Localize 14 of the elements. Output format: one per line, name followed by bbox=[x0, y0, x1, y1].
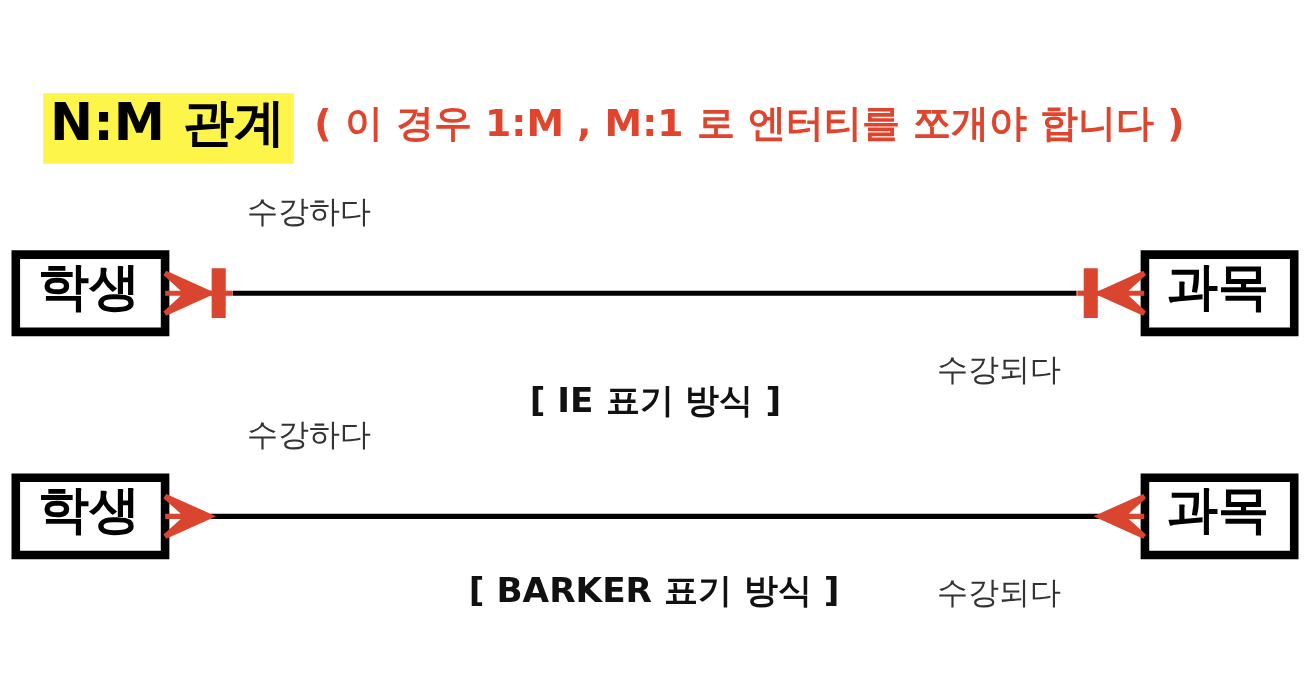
node-box: 과목 bbox=[1140, 250, 1299, 337]
label: 수강되다 bbox=[937, 573, 1062, 610]
node-box: 학생 bbox=[11, 250, 170, 337]
connector bbox=[162, 268, 1147, 319]
connector bbox=[162, 493, 1147, 539]
label: 수강하다 bbox=[247, 415, 372, 452]
label: [ IE 표기 방식 ] bbox=[529, 379, 782, 420]
node-box: 학생 bbox=[11, 473, 170, 560]
node-box: 과목 bbox=[1140, 473, 1299, 560]
diagram-title: N:M 관계 bbox=[50, 91, 285, 152]
label: 수강하다 bbox=[247, 192, 372, 229]
label: [ BARKER 표기 방식 ] bbox=[468, 570, 840, 611]
label: 수강되다 bbox=[937, 350, 1062, 387]
caption: ( 이 경우 1:M , M:1 로 엔터티를 쪼개야 합니다 ) bbox=[314, 101, 1185, 146]
